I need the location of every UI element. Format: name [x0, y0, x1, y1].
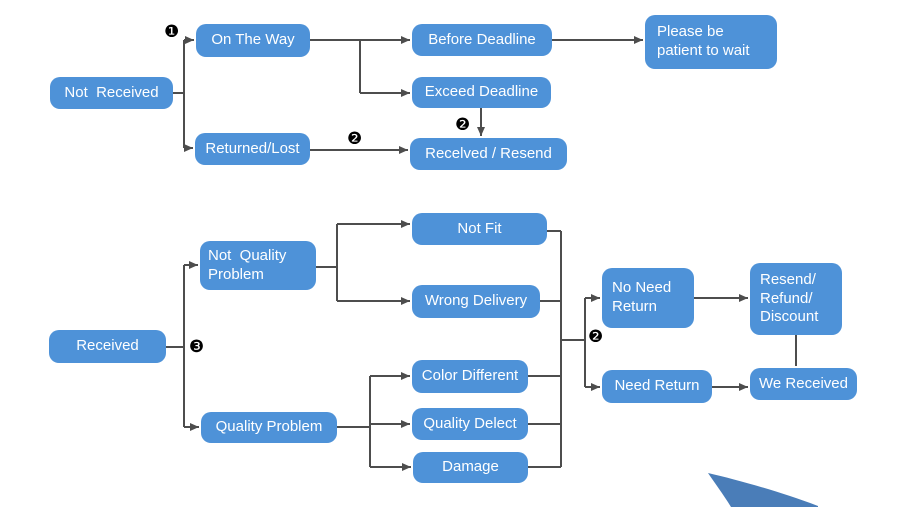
node-returned-lost: Returned/Lost [195, 133, 310, 165]
node-not-received: Not Received [50, 77, 173, 109]
badge-2-top-icon: ❷ [347, 129, 363, 149]
swoosh-decoration [708, 473, 818, 507]
badge-2-bottom-icon: ❷ [588, 327, 604, 347]
node-quality-problem: Quality Problem [201, 412, 337, 443]
node-received: Received [49, 330, 166, 363]
node-resend-refund-discount: Resend/ Refund/ Discount [750, 263, 842, 335]
node-received-resend: Recelved / Resend [410, 138, 567, 170]
node-exceed-deadline: Exceed Deadline [412, 77, 551, 108]
node-no-need-return: No Need Return [602, 268, 694, 328]
node-wrong-delivery: Wrong Delivery [412, 285, 540, 318]
node-damage: Damage [413, 452, 528, 483]
node-please-wait: Please be patient to wait [645, 15, 777, 69]
node-before-deadline: Before Deadline [412, 24, 552, 56]
badge-2-mid-icon: ❷ [455, 115, 471, 135]
node-not-fit: Not Fit [412, 213, 547, 245]
badge-3-icon: ❸ [189, 337, 205, 357]
node-we-received: We Received [750, 368, 857, 400]
node-on-the-way: On The Way [196, 24, 310, 57]
node-need-return: Need Return [602, 370, 712, 403]
node-not-quality-problem: Not Quality Problem [200, 241, 316, 290]
node-quality-delect: Quality Delect [412, 408, 528, 440]
node-color-different: Color Different [412, 360, 528, 393]
badge-1-icon: ❶ [164, 22, 180, 42]
